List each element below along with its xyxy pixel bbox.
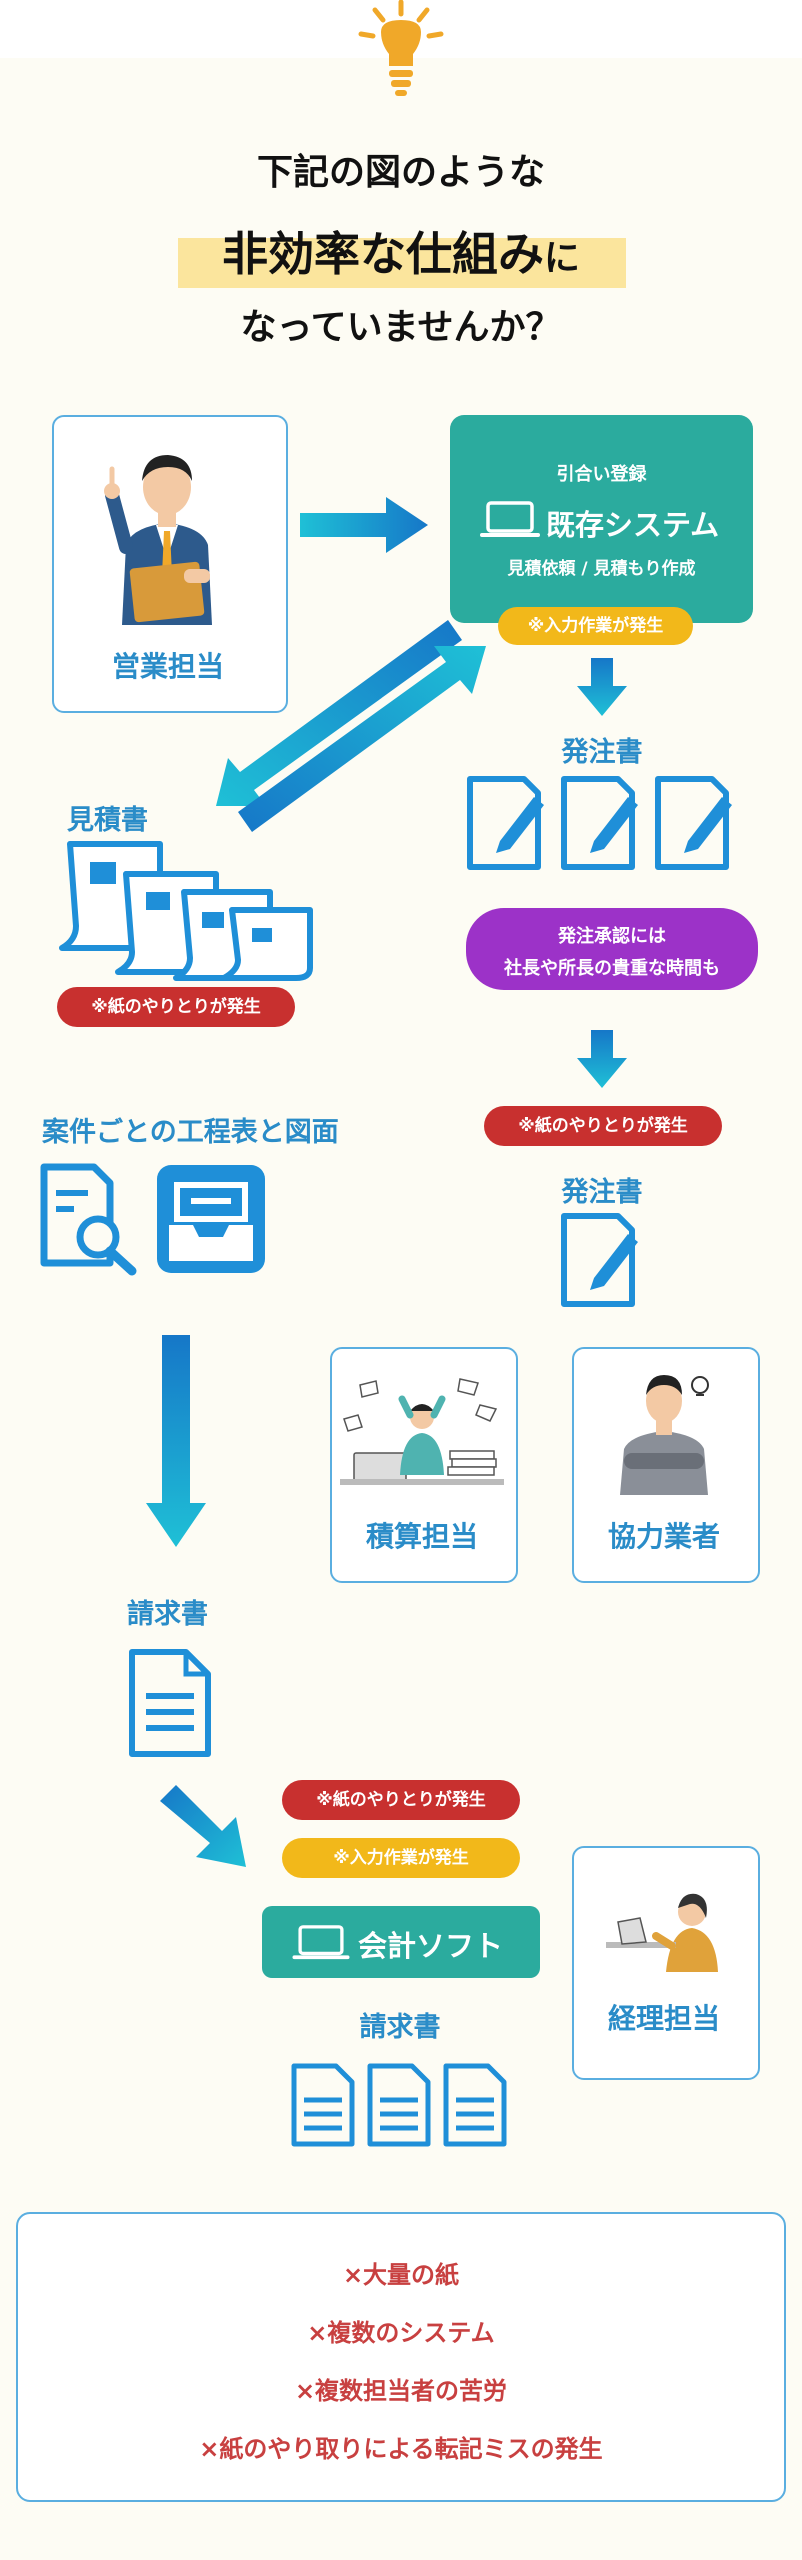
accounting-paper-badge: ※紙のやりとりが発生 [282,1780,520,1820]
summary-box [16,2212,786,2502]
invoice-docs-icon [291,2063,507,2147]
order-docs-icon [467,776,732,870]
salesman-illustration [104,455,212,625]
accountant-illustration [606,1893,718,1972]
lightbulb-icon [358,0,444,96]
order1-title: 発注書 [561,737,643,768]
accounting-software-label: 会計ソフト [358,1929,504,1963]
heading-line2: 非効率な仕組みに [0,218,802,284]
diagonal-arrows [216,620,486,832]
accountant-label: 経理担当 [607,2002,720,2035]
heading-highlight [178,238,626,288]
order2-paper-badge: ※紙のやりとりが発生 [484,1106,722,1146]
system-input-badge: ※入力作業が発生 [498,607,693,645]
heading-line2-suffix: に [543,238,580,279]
arrow-down-long [146,1335,206,1547]
arrow-diagonal-down [160,1785,246,1867]
document-search-icon [40,1163,137,1276]
accounting-invoice-title: 請求書 [359,2012,441,2043]
order2-title: 発注書 [561,1177,643,1208]
invoice-doc-icon [129,1649,211,1757]
arrow-right [300,497,428,553]
estimate-paper-badge: ※紙のやりとりが発生 [57,987,295,1027]
system-name: 既存システム [546,508,720,542]
laptop-icon [480,501,540,537]
heading-line2-main: 非効率な仕組み [221,227,544,281]
estimate-docs-icon [59,841,313,981]
accounting-software-box [262,1906,540,1978]
accounting-laptop-icon [292,1925,350,1960]
invoice1-title: 請求書 [127,1599,208,1630]
estimator-illustration [340,1378,504,1485]
inbox-tray-icon [157,1165,265,1273]
estimator-label: 積算担当 [365,1520,478,1553]
schedule-title: 案件ごとの工程表と図面 [42,1117,339,1148]
summary-item-systems: ×複数のシステム [307,2319,495,2347]
order-doc-icon [561,1213,638,1307]
accounting-input-badge: ※入力作業が発生 [282,1838,520,1878]
system-sub-label: 見積依頼 / 見積もり作成 [507,559,696,579]
arrow-down-1 [577,658,627,716]
system-top-label: 引合い登録 [556,464,647,485]
partner-illustration [620,1375,709,1495]
heading-line3: なっていませんか？ [240,307,562,348]
approval-line1: 発注承認には [558,926,666,947]
summary-item-errors: ×紙のやり取りによる転記ミスの発生 [199,2435,603,2463]
arrow-down-2 [577,1030,627,1088]
estimate-title: 見積書 [67,805,148,836]
approval-note: 発注承認には 社長や所長の貴重な時間も [466,908,758,990]
heading-line1: 下記の図のような [256,152,545,193]
summary-item-staff: ×複数担当者の苦労 [294,2377,508,2405]
summary-item-paper: ×大量の紙 [342,2261,460,2289]
partner-label: 協力業者 [607,1520,720,1553]
approval-line2: 社長や所長の貴重な時間も [504,958,720,979]
accountant-card [572,1846,760,2080]
sales-label: 営業担当 [111,650,224,683]
existing-system-box [450,415,753,623]
